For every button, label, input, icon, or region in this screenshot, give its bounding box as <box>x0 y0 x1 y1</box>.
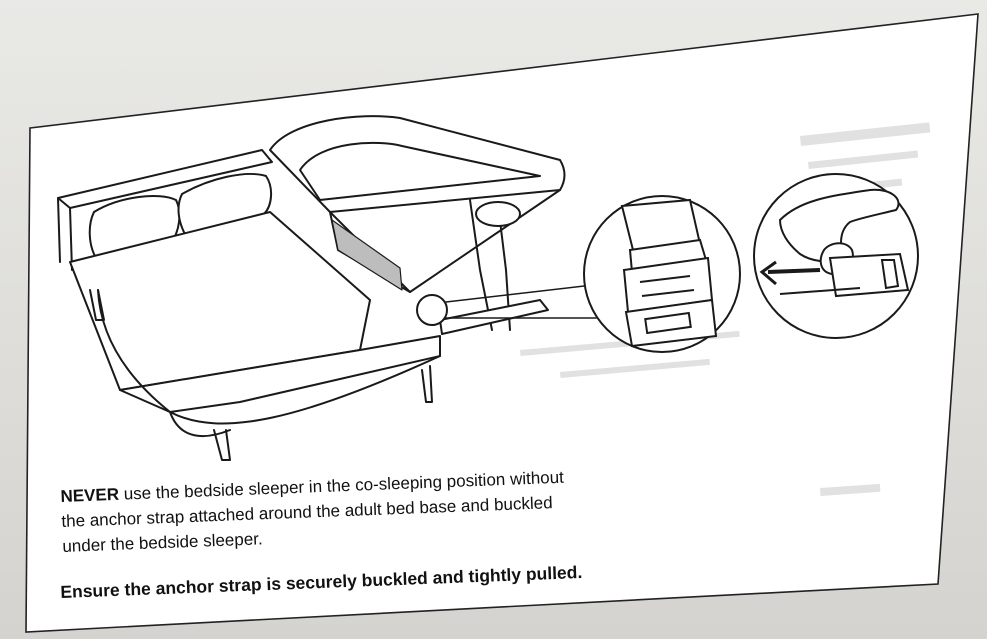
warning-lead-word: NEVER <box>60 484 120 506</box>
buckle-detail-icon <box>583 195 741 353</box>
warning-line3: under the bedside sleeper. <box>62 529 263 556</box>
hand-pulling-strap-icon <box>753 173 919 339</box>
bed-with-bedside-sleeper-icon <box>57 115 597 461</box>
paper-sheet <box>25 13 979 633</box>
